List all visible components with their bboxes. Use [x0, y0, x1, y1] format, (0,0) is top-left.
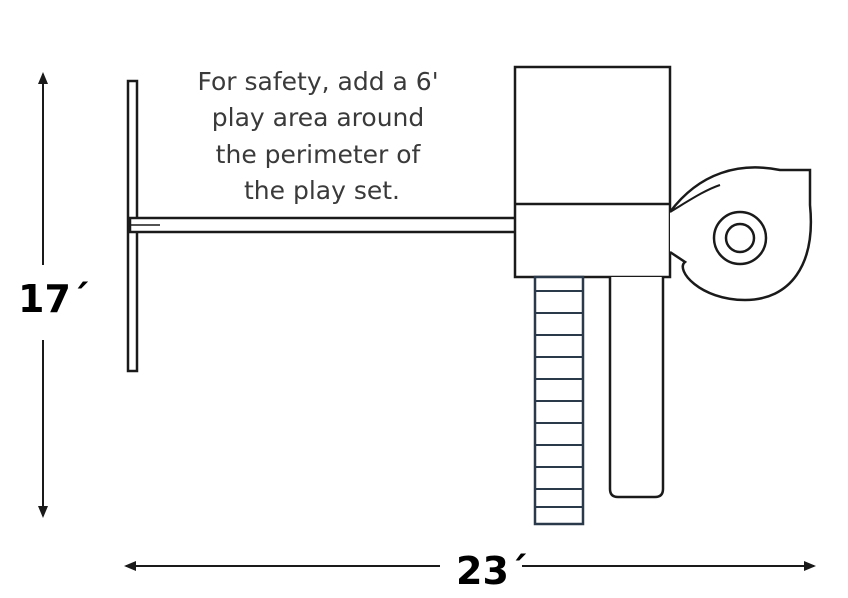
safety-note-line-4: the play set.	[244, 176, 400, 205]
width-dimension: 23´	[124, 549, 816, 593]
safety-note-line-3: the perimeter of	[216, 140, 422, 169]
spiral-slide	[669, 166, 813, 302]
height-dimension: 17´	[18, 72, 90, 518]
swing-beam	[128, 216, 518, 234]
ladder	[533, 275, 585, 526]
tower-outline	[513, 65, 672, 279]
ladder-rungs	[535, 290, 583, 508]
swing-set-frame	[126, 79, 518, 373]
spiral-slide-center	[724, 222, 756, 254]
safety-note-line-1: For safety, add a 6'	[197, 67, 438, 96]
height-label: 17´	[18, 277, 90, 321]
spiral-slide-inner-ring	[712, 210, 768, 266]
spiral-slide-entry	[669, 184, 721, 213]
safety-note-line-2: play area around	[212, 103, 424, 132]
play-tower	[513, 65, 672, 279]
width-label: 23´	[456, 549, 528, 593]
safety-note: For safety, add a 6' play area around th…	[197, 67, 446, 205]
straight-slide	[608, 277, 665, 499]
spiral-slide-outline	[669, 166, 813, 302]
